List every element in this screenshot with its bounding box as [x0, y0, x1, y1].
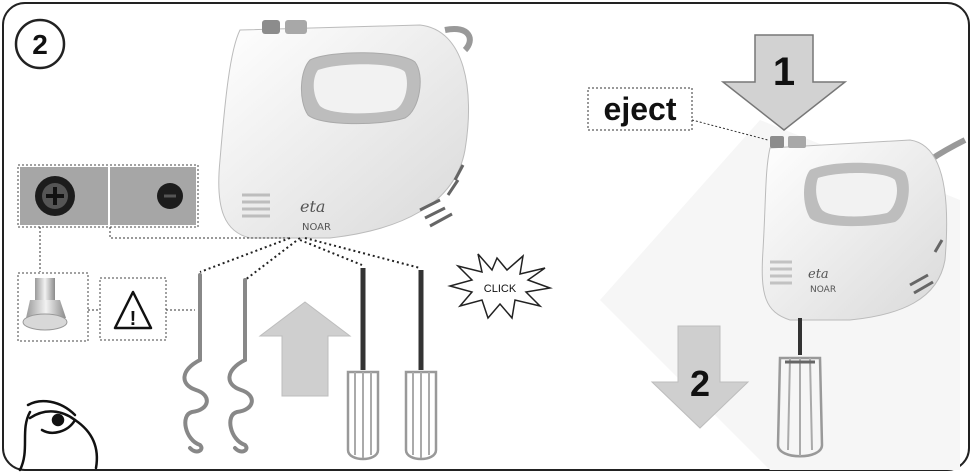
arrow-label-2: 2	[690, 363, 710, 404]
model-name: NOAR	[302, 222, 331, 233]
socket-detail	[18, 165, 198, 227]
warning-box: !	[100, 278, 166, 340]
eject-label: eject	[604, 91, 677, 127]
arrow-label-1: 1	[773, 50, 795, 94]
brand-logo-right: eta	[808, 267, 829, 282]
step-number-badge: 2	[16, 20, 64, 68]
warning-symbol: !	[130, 308, 137, 330]
click-text: CLICK	[484, 283, 517, 295]
brand-logo: eta	[300, 197, 325, 216]
mixer-left: eta NOAR	[219, 20, 470, 238]
step-number: 2	[32, 29, 48, 60]
model-name-right: NOAR	[810, 285, 836, 295]
